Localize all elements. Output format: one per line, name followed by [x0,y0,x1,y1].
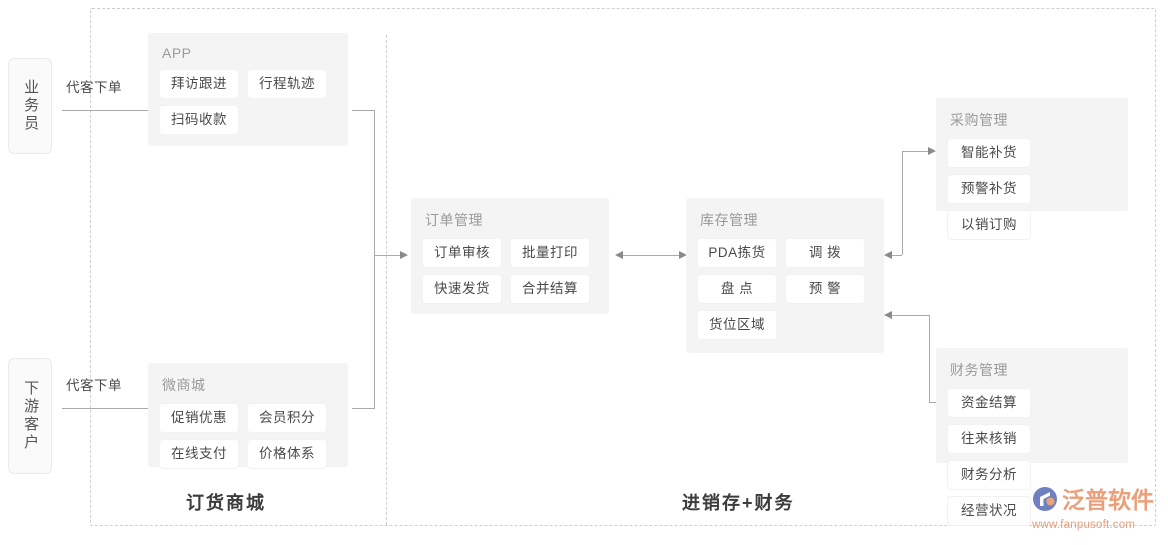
chip-route-track[interactable]: 行程轨迹 [248,70,326,98]
purchase-arrowhead-out [884,251,892,259]
fanpu-logo-text: 泛普软件 [1062,488,1154,514]
module-finance-items: 资金结算 往来核销 财务分析 经营状况 [948,389,1116,525]
chip-member-points[interactable]: 会员积分 [248,404,326,432]
chip-alert[interactable]: 预 警 [786,275,864,303]
chip-online-pay[interactable]: 在线支付 [160,440,238,468]
chip-merge-settle[interactable]: 合并结算 [511,275,589,303]
chip-transfer[interactable]: 调 拨 [786,239,864,267]
purchase-arrowhead-in [928,147,936,155]
chip-promotion[interactable]: 促销优惠 [160,404,238,432]
chip-batch-print[interactable]: 批量打印 [511,239,589,267]
chip-fast-shipping[interactable]: 快速发货 [423,275,501,303]
purchase-line-top [902,151,930,152]
module-mall-items: 促销优惠 会员积分 在线支付 价格体系 [160,404,336,468]
zone-caption-erp-finance: 进销存+财务 [682,493,795,513]
module-finance-title: 财务管理 [950,362,1008,378]
merge-line-to-order [374,255,402,256]
module-app: APP 拜访跟进 行程轨迹 扫码收款 [148,33,348,146]
chip-order-review[interactable]: 订单审核 [423,239,501,267]
module-purchase: 采购管理 智能补货 预警补货 以销订购 [936,98,1128,239]
module-inventory-items: PDA拣货 调 拨 盘 点 预 警 货位区域 [698,239,872,339]
chip-sale-order-buy[interactable]: 以销订购 [948,211,1030,239]
module-inventory: 库存管理 PDA拣货 调 拨 盘 点 预 警 货位区域 [686,198,884,353]
actor-downstream-customer-label: 下游客户 [22,380,40,452]
merge-line-from-mall [352,408,374,409]
finance-arrowhead-out [884,311,892,319]
chip-ar-ap-writeoff[interactable]: 往来核销 [948,425,1030,453]
finance-line-vertical [929,315,930,402]
flow-label-salesperson: 代客下单 [66,80,122,95]
diagram-outer-border [90,8,1156,526]
flow-line-customer [62,408,166,409]
chip-price-system[interactable]: 价格体系 [248,440,326,468]
module-app-title: APP [162,45,192,61]
diagram-zone-divider [386,35,387,525]
module-order-title: 订单管理 [425,212,483,228]
module-order-items: 订单审核 批量打印 快速发货 合并结算 [423,239,597,303]
fanpu-logo-url: www.fanpusoft.com [1032,519,1136,531]
actor-salesperson-label: 业务员 [22,79,40,133]
flow-line-salesperson [62,110,166,111]
merge-line-from-app [352,110,374,111]
order-inventory-arrowhead-right [679,251,687,259]
purchase-line-bottom [890,255,902,256]
watermark-logo: 泛普软件 www.fanpusoft.com [1032,486,1160,534]
module-mall: 微商城 促销优惠 会员积分 在线支付 价格体系 [148,363,348,468]
module-purchase-items: 智能补货 预警补货 以销订购 [948,139,1116,239]
chip-scan-payment[interactable]: 扫码收款 [160,106,238,134]
order-inventory-arrowhead-left [615,251,623,259]
chip-visit-followup[interactable]: 拜访跟进 [160,70,238,98]
zone-caption-order-mall: 订货商城 [186,493,266,513]
chip-alert-replenish[interactable]: 预警补货 [948,175,1030,203]
finance-line-top [890,315,930,316]
fanpu-logo-icon [1032,486,1058,517]
module-app-items: 拜访跟进 行程轨迹 扫码收款 [160,70,336,134]
purchase-line-vertical [902,151,903,255]
merge-line-vertical [374,110,375,409]
chip-financial-report[interactable]: 财务分析 [948,461,1030,489]
module-finance: 财务管理 资金结算 往来核销 财务分析 经营状况 [936,348,1128,525]
finance-line-bottom [929,402,941,403]
chip-smart-replenish[interactable]: 智能补货 [948,139,1030,167]
module-order: 订单管理 订单审核 批量打印 快速发货 合并结算 [411,198,609,314]
chip-business-status[interactable]: 经营状况 [948,497,1030,525]
module-mall-title: 微商城 [162,377,206,393]
flow-label-customer: 代客下单 [66,378,122,393]
chip-stocktaking[interactable]: 盘 点 [698,275,776,303]
chip-fund-settlement[interactable]: 资金结算 [948,389,1030,417]
merge-arrowhead-to-order [400,251,408,259]
order-inventory-line [620,255,682,256]
actor-downstream-customer: 下游客户 [8,358,52,474]
actor-salesperson: 业务员 [8,58,52,154]
module-inventory-title: 库存管理 [700,212,758,228]
module-purchase-title: 采购管理 [950,112,1008,128]
chip-pda-picking[interactable]: PDA拣货 [698,239,776,267]
chip-location-zone[interactable]: 货位区域 [698,311,776,339]
